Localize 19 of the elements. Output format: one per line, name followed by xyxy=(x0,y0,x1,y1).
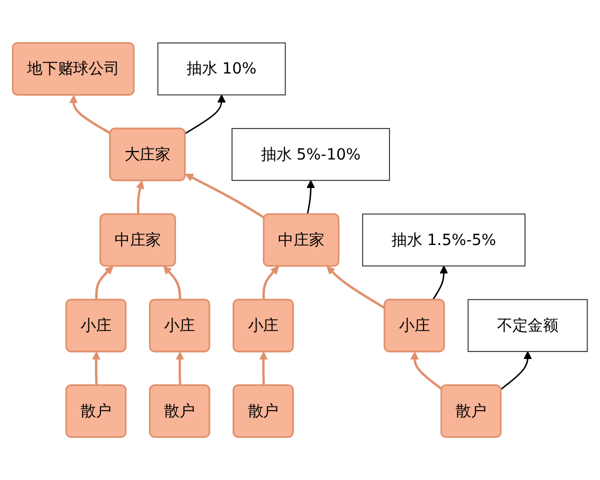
arrow xyxy=(92,352,100,386)
arrow xyxy=(184,94,226,134)
arrow xyxy=(410,352,443,390)
arrow xyxy=(163,266,182,300)
arrow xyxy=(326,266,386,310)
arrow xyxy=(185,174,266,219)
node-box: 抽水 1.5%-5% xyxy=(362,214,526,266)
arrow xyxy=(69,94,112,134)
arrow xyxy=(136,180,144,215)
node-box: 抽水 10% xyxy=(157,42,286,96)
arrow xyxy=(176,352,184,386)
arrow xyxy=(306,180,315,215)
node-box: 抽水 5%-10% xyxy=(232,128,390,181)
arrow xyxy=(432,266,448,300)
arrow xyxy=(500,351,532,390)
arrow xyxy=(95,266,114,300)
arrow xyxy=(259,352,268,386)
node-box: 不定金额 xyxy=(468,299,588,352)
arrow xyxy=(262,266,279,300)
